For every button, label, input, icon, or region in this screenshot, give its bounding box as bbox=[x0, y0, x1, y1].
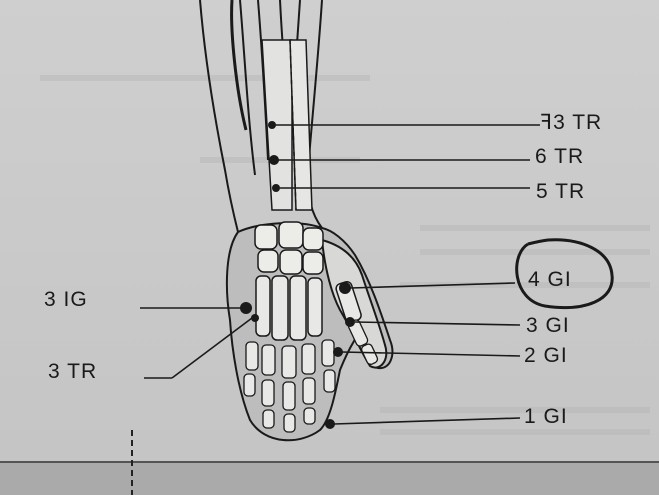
label-tr-3-lower: 3 TR bbox=[48, 360, 97, 384]
carpal-bones bbox=[255, 222, 323, 274]
label-gi-2: 2 GI bbox=[524, 344, 568, 368]
label-gi-3: 3 GI bbox=[526, 314, 570, 338]
bottom-band bbox=[0, 462, 659, 495]
label-tr-3-upper: ꟻ3 TR bbox=[540, 110, 602, 135]
label-gi-1: 1 GI bbox=[524, 405, 568, 429]
label-tr-5: 5 TR bbox=[536, 180, 585, 204]
label-tr-6: 6 TR bbox=[535, 145, 584, 169]
label-ig-3: 3 IG bbox=[44, 288, 88, 312]
label-gi-4: 4 GI bbox=[528, 268, 572, 292]
